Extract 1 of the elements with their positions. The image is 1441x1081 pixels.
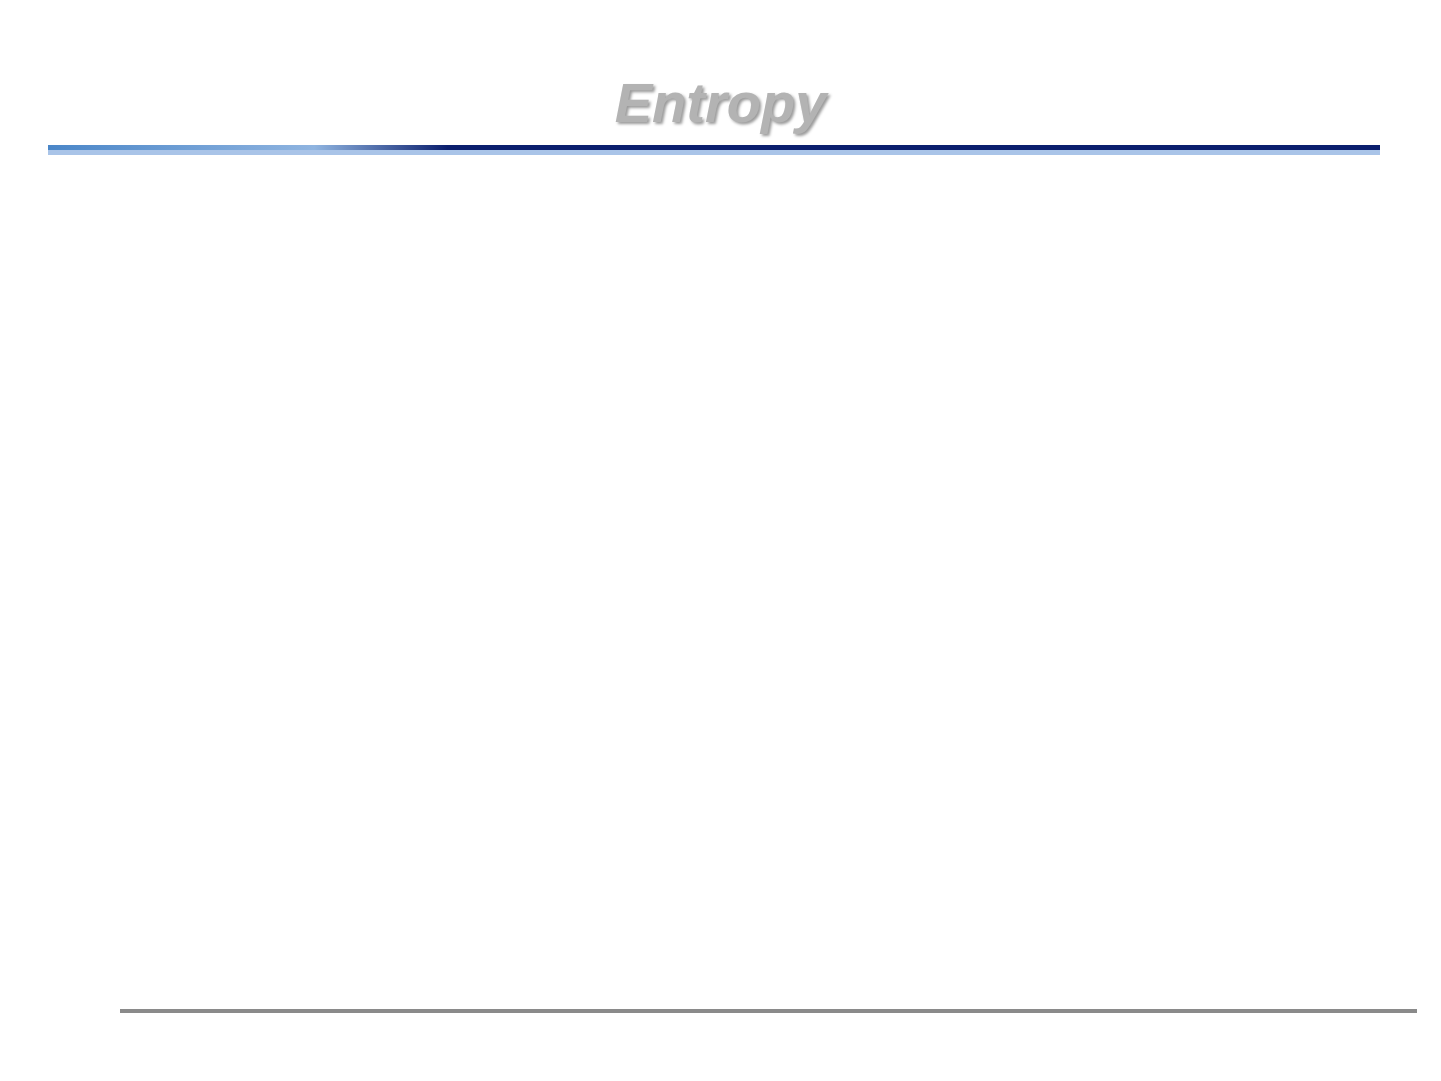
slide-title: Entropy: [613, 70, 830, 135]
